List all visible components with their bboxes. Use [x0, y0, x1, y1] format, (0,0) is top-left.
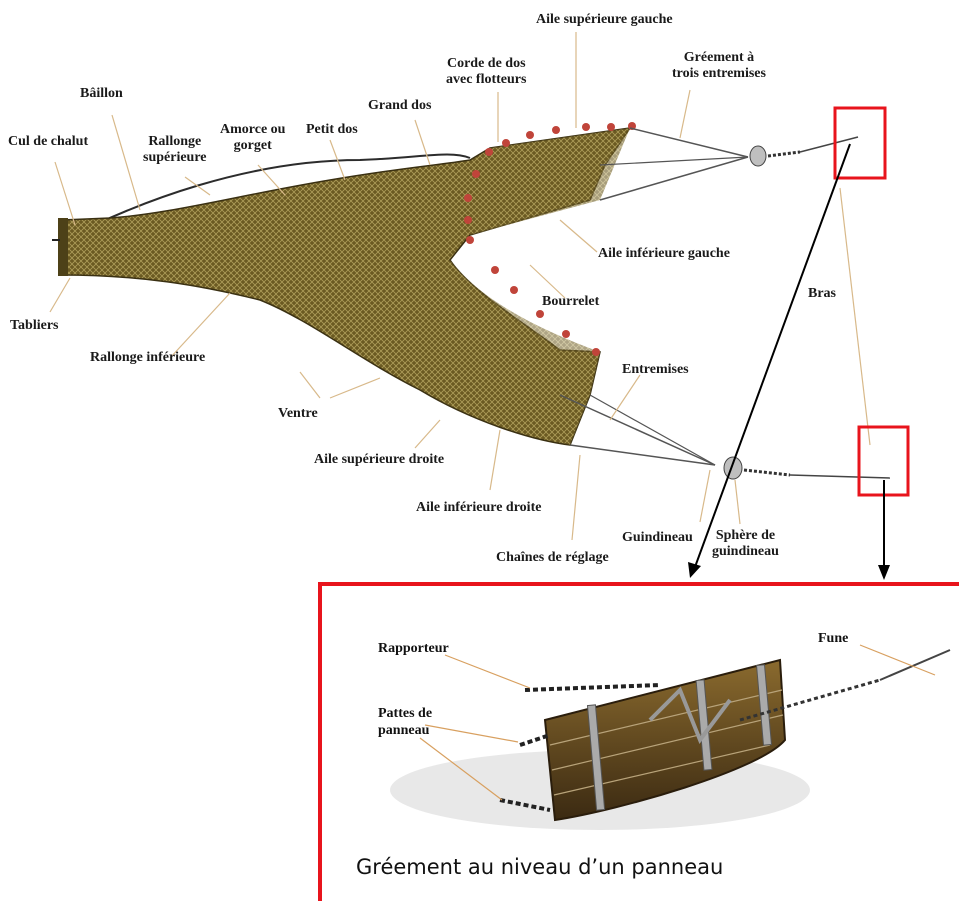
label-greement-trois-entremises: Gréement à trois entremises [672, 50, 766, 82]
label-guindineau: Guindineau [622, 530, 693, 546]
label-aile-inferieure-droite: Aile inférieure droite [416, 500, 541, 516]
lower-arm [790, 475, 890, 478]
label-rallonge-superieure: Rallonge supérieure [143, 134, 207, 166]
rapporteur-chain [525, 685, 660, 690]
label-rallonge-inferieure: Rallonge inférieure [90, 350, 205, 366]
inset-caption: Gréement au niveau d’un panneau [356, 855, 723, 879]
label-aile-superieure-droite: Aile supérieure droite [314, 452, 444, 468]
fune-cable [880, 650, 950, 680]
arrow-upper [695, 144, 850, 567]
upper-left-wing [470, 128, 630, 235]
label-corde-de-dos: Corde de dos avec flotteurs [446, 56, 526, 88]
label-chaines-de-reglage: Chaînes de réglage [496, 550, 609, 566]
label-baillon: Bâillon [80, 86, 123, 102]
lower-sphere [724, 457, 742, 479]
label-aile-superieure-gauche: Aile supérieure gauche [536, 12, 673, 28]
label-petit-dos: Petit dos [306, 122, 358, 138]
label-sphere-de-guindineau: Sphère de guindineau [712, 528, 779, 560]
label-entremises: Entremises [622, 362, 689, 378]
label-tabliers: Tabliers [10, 318, 59, 334]
label-amorce-ou-gorget: Amorce ou gorget [220, 122, 285, 154]
label-cul-de-chalut: Cul de chalut [8, 134, 88, 150]
label-bras: Bras [808, 286, 836, 302]
upper-sphere [750, 146, 766, 166]
label-aile-inferieure-gauche: Aile inférieure gauche [598, 246, 730, 262]
label-grand-dos: Grand dos [368, 98, 431, 114]
label-fune: Fune [818, 630, 848, 647]
upper-arm-highlight [835, 108, 885, 178]
label-ventre: Ventre [278, 406, 318, 422]
label-bourrelet: Bourrelet [542, 294, 599, 310]
codend [58, 218, 68, 276]
label-rapporteur: Rapporteur [378, 640, 449, 657]
label-pattes-de-panneau: Pattes de panneau [378, 705, 432, 739]
